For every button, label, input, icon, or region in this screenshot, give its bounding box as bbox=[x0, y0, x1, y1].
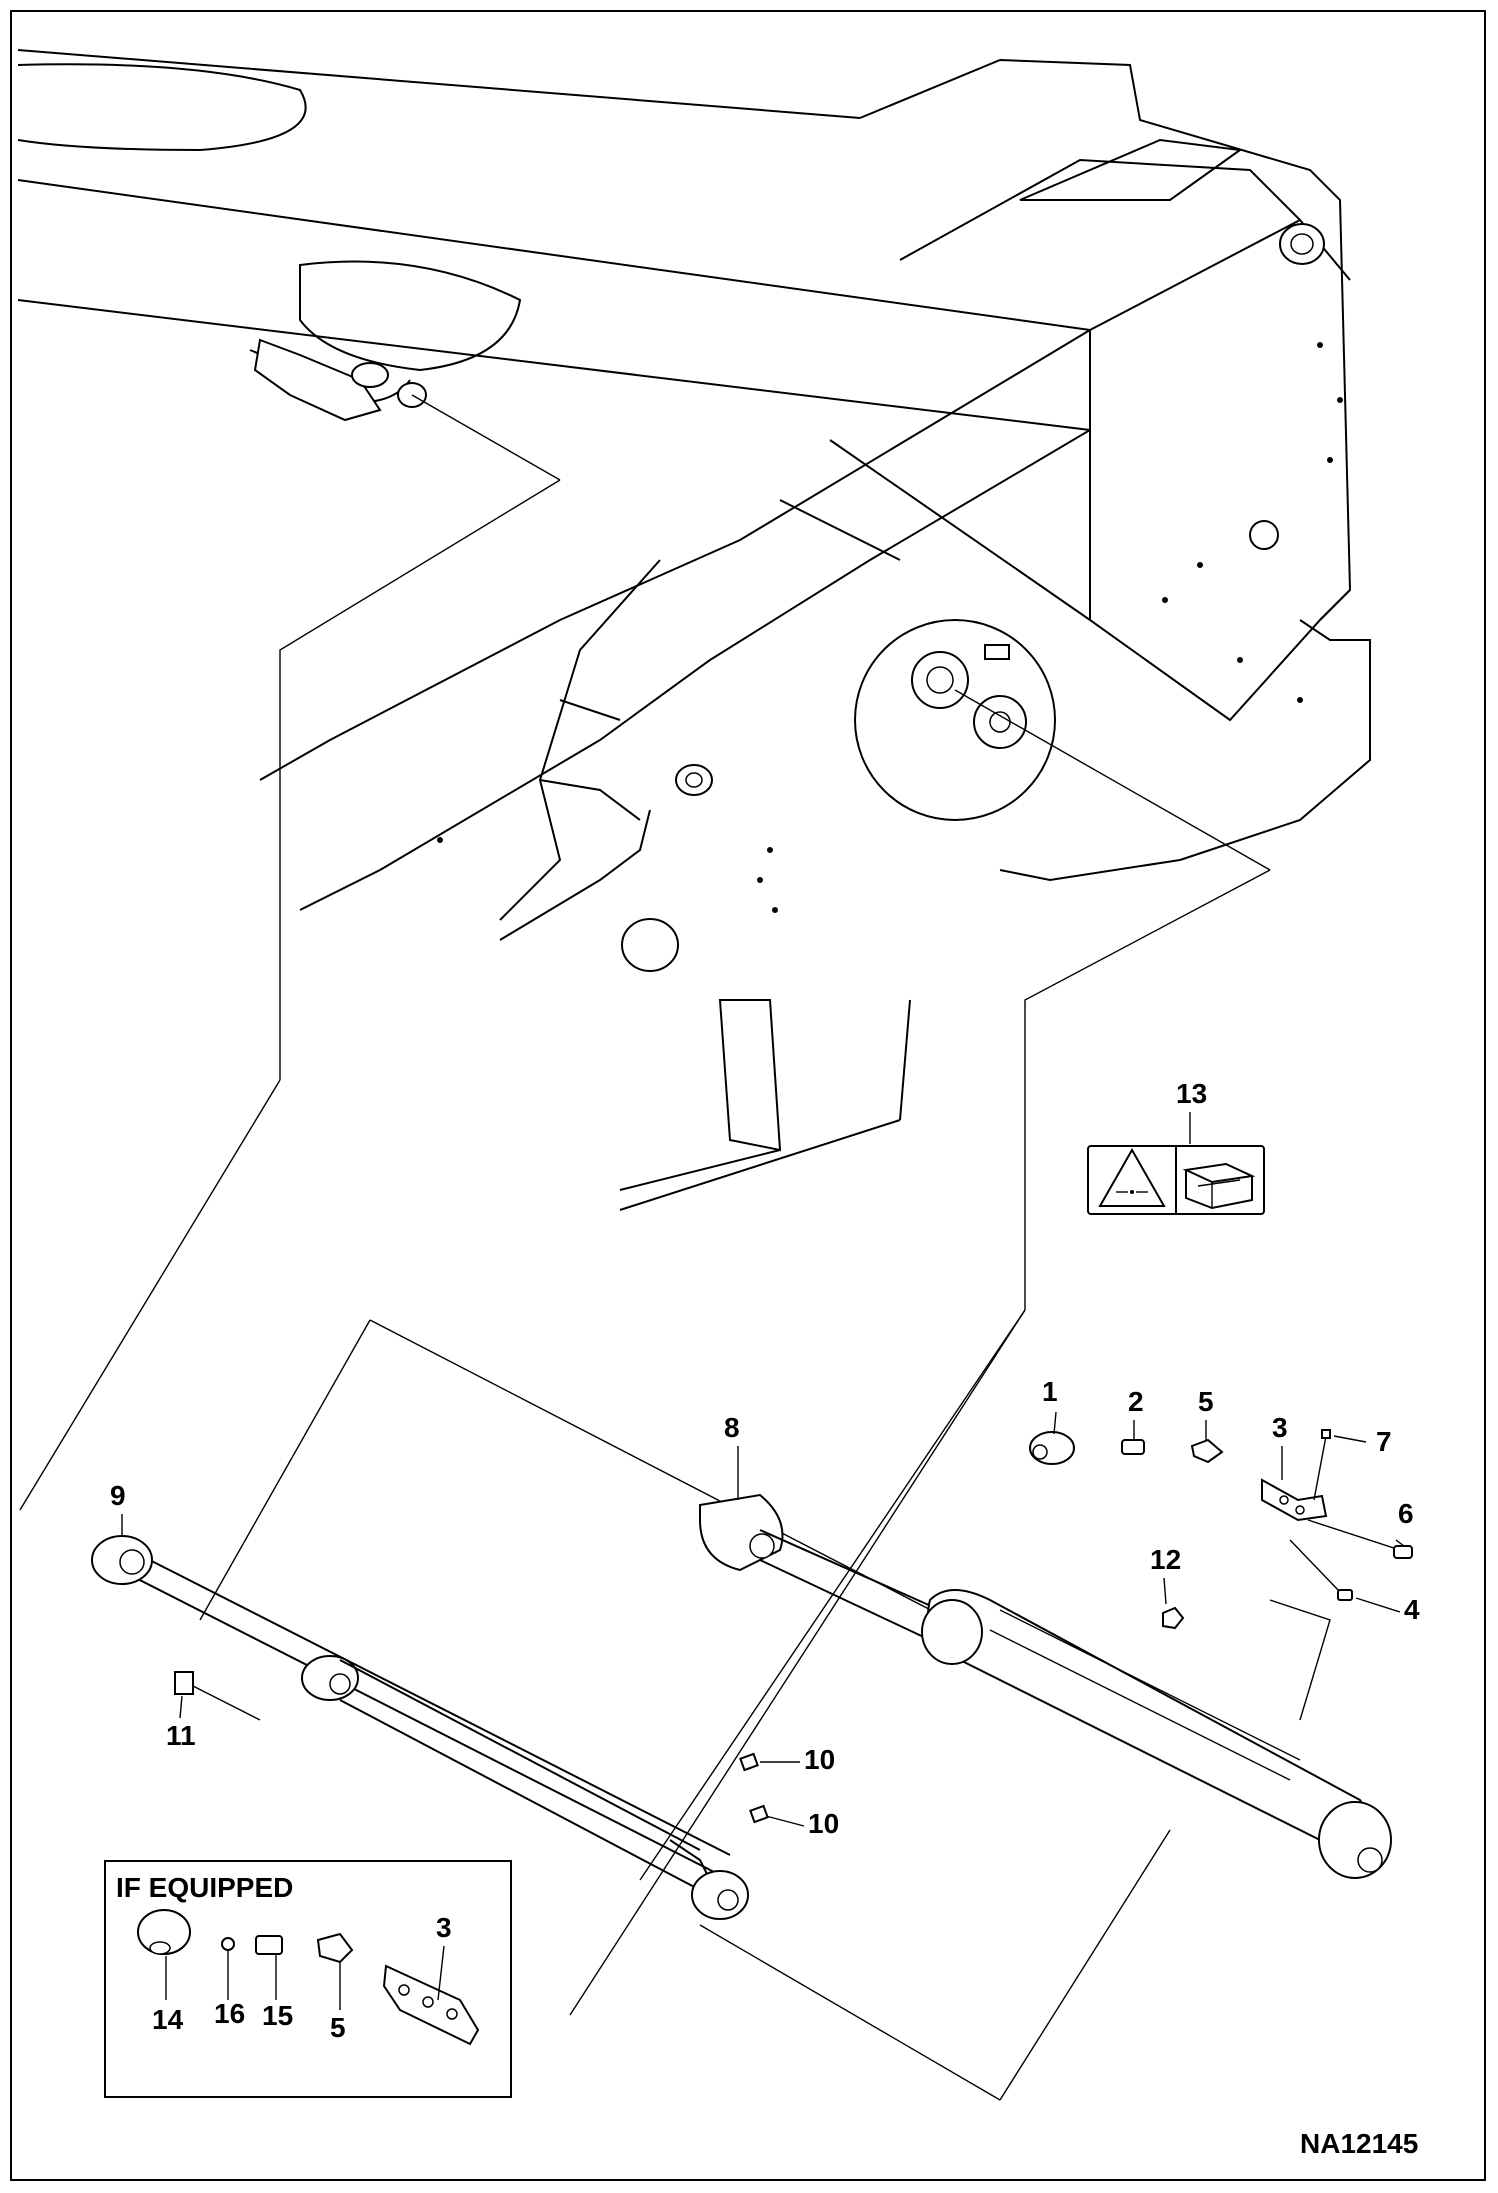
callout-5: 5 bbox=[1198, 1386, 1214, 1417]
callout-12: 12 bbox=[1150, 1544, 1182, 1575]
callout-8: 8 bbox=[724, 1412, 740, 1443]
lift-cylinder-assembly bbox=[91, 1493, 1392, 1920]
inset-callout-3: 3 bbox=[436, 1912, 452, 1943]
callout-3: 3 bbox=[1272, 1412, 1288, 1443]
callout-10a: 10 bbox=[804, 1744, 836, 1775]
callout-2: 2 bbox=[1128, 1386, 1144, 1417]
page-frame bbox=[10, 10, 1486, 2181]
inset-callout-16: 16 bbox=[214, 1998, 246, 2029]
inset-callout-14: 14 bbox=[152, 2004, 184, 2035]
drawing-number: NA12145 bbox=[1300, 2128, 1419, 2159]
callout-1: 1 bbox=[1042, 1376, 1058, 1407]
inset-callout-15: 15 bbox=[262, 2000, 294, 2031]
warning-decal-icon bbox=[1098, 1147, 1166, 1207]
callout-7: 7 bbox=[1376, 1426, 1392, 1457]
callout-10b: 10 bbox=[808, 1808, 840, 1839]
callout-6: 6 bbox=[1398, 1498, 1414, 1529]
inset-callout-5: 5 bbox=[330, 2012, 346, 2043]
callout-13: 13 bbox=[1176, 1078, 1208, 1109]
callout-11: 11 bbox=[166, 1720, 196, 1751]
callout-9: 9 bbox=[110, 1480, 126, 1511]
inset-parts bbox=[137, 1909, 480, 2046]
if-equipped-inset bbox=[104, 1860, 512, 2098]
valve-fittings-group bbox=[1029, 1429, 1413, 1601]
callout-4: 4 bbox=[1404, 1594, 1420, 1625]
pivot-detail-zoom bbox=[854, 619, 1271, 1310]
decal-13 bbox=[1087, 1145, 1265, 1215]
loader-lift-arm-frame bbox=[17, 49, 1371, 1211]
inset-title: IF EQUIPPED bbox=[116, 1872, 294, 1903]
operator-manual-icon bbox=[1182, 1162, 1256, 1210]
